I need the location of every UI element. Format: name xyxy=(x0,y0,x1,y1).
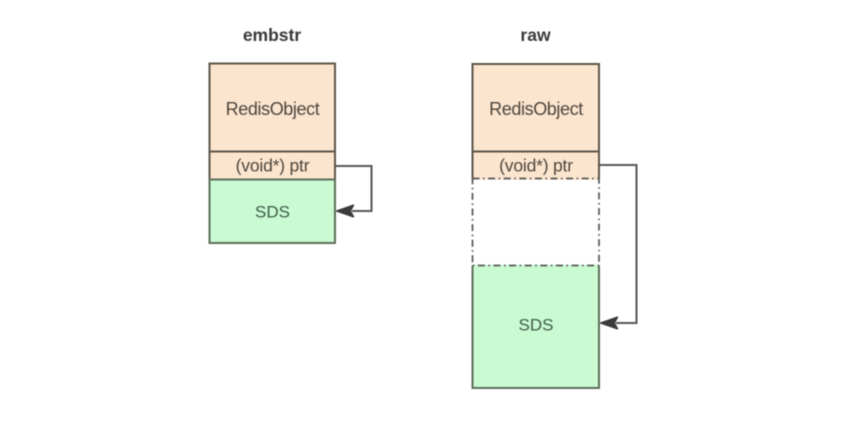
svg-text:RedisObject: RedisObject xyxy=(226,99,320,119)
svg-text:SDS: SDS xyxy=(519,316,554,335)
svg-text:raw: raw xyxy=(520,25,551,45)
svg-text:embstr: embstr xyxy=(243,25,302,45)
svg-text:(void*) ptr: (void*) ptr xyxy=(499,156,573,176)
svg-text:SDS: SDS xyxy=(255,203,290,222)
svg-text:(void*) ptr: (void*) ptr xyxy=(236,156,310,176)
svg-text:RedisObject: RedisObject xyxy=(489,99,583,119)
